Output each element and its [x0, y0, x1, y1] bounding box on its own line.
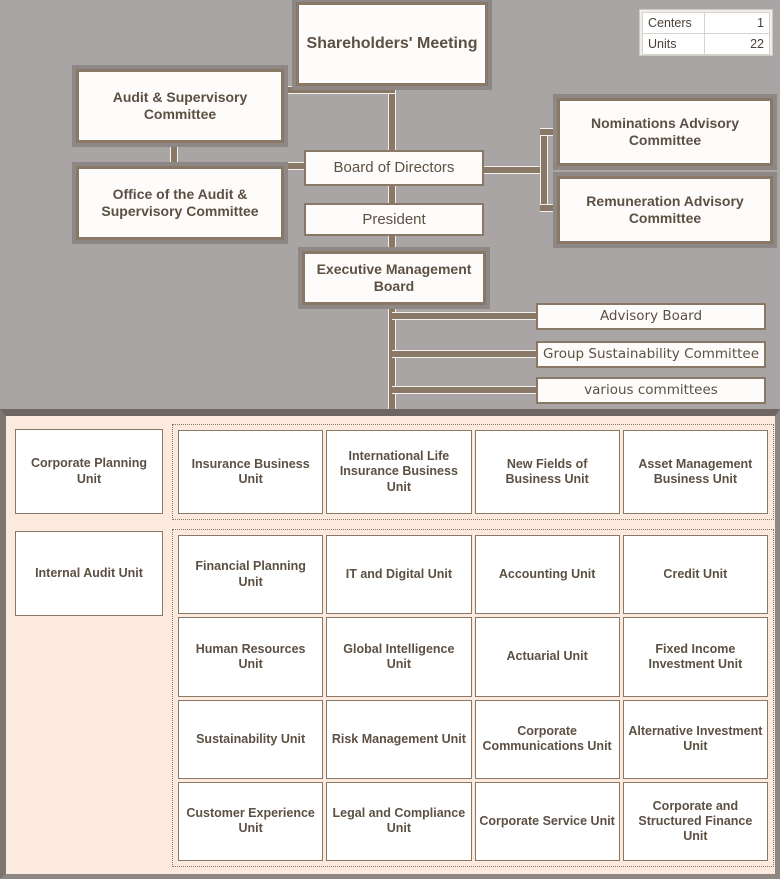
connector-emb-to-various-committees — [392, 386, 540, 394]
unit-international-life-insurance-business-label: International Life Insurance Business Un… — [339, 449, 458, 494]
legend-label-units: Units — [642, 33, 705, 55]
unit-fixed-income-investment: Fixed Income Investment Unit — [622, 617, 768, 697]
legend-label-centers: Centers — [642, 12, 705, 34]
audit-supervisory-committee-label: Audit & Supervisory Committee — [112, 89, 248, 122]
unit-accounting-label: Accounting Unit — [498, 567, 596, 581]
business-units-grid: Insurance Business Unit International Li… — [178, 430, 768, 514]
various-committees-label: various committees — [584, 381, 718, 398]
group-sustainability-committee-label: Group Sustainability Committee — [542, 345, 760, 362]
unit-alternative-investment-label: Alternative Investment Unit — [628, 723, 763, 754]
connector-emb-to-sustainability-committee — [392, 350, 540, 358]
unit-new-fields-of-business-label: New Fields of Business Unit — [505, 456, 589, 486]
executive-management-board-label: Executive Management Board — [316, 261, 472, 294]
president-label: President — [362, 210, 426, 228]
node-remuneration-advisory-committee: Remuneration Advisory Committee — [553, 172, 777, 248]
unit-actuarial: Actuarial Unit — [474, 617, 620, 697]
legend-row-units: Units 22 — [642, 33, 770, 55]
node-advisory-board: Advisory Board — [536, 303, 766, 330]
connector-audit-to-office — [170, 162, 398, 170]
unit-corporate-communications: Corporate Communications Unit — [474, 699, 620, 779]
functional-units-group-outline — [172, 529, 774, 867]
unit-financial-planning-label: Financial Planning Unit — [195, 559, 306, 589]
unit-human-resources-label: Human Resources Unit — [195, 641, 306, 671]
unit-financial-planning: Financial Planning Unit — [178, 535, 324, 615]
unit-insurance-business: Insurance Business Unit — [178, 430, 324, 514]
unit-credit: Credit Unit — [622, 535, 768, 615]
nominations-advisory-committee-label: Nominations Advisory Committee — [590, 115, 740, 148]
unit-asset-management-business-label: Asset Management Business Unit — [638, 456, 753, 486]
unit-actuarial-label: Actuarial Unit — [506, 649, 588, 664]
node-shareholders-meeting: Shareholders' Meeting — [292, 0, 492, 90]
legend-value-units: 22 — [704, 33, 770, 55]
unit-corporate-service-label: Corporate Service Unit — [479, 813, 615, 828]
unit-accounting: Accounting Unit — [474, 535, 620, 615]
business-units-group-outline — [172, 424, 774, 520]
office-audit-supervisory-committee-label: Office of the Audit & Supervisory Commit… — [101, 186, 259, 219]
unit-risk-management: Risk Management Unit — [326, 699, 472, 779]
unit-international-life-insurance-business: International Life Insurance Business Un… — [326, 430, 472, 514]
node-group-sustainability-committee: Group Sustainability Committee — [536, 341, 766, 368]
board-of-directors-label: Board of Directors — [333, 159, 455, 177]
node-president: President — [304, 203, 484, 236]
connector-shareholders-to-board — [388, 84, 396, 168]
remuneration-advisory-committee-label: Remuneration Advisory Committee — [586, 193, 744, 226]
node-executive-management-board: Executive Management Board — [298, 247, 490, 309]
governance-section: Shareholders' Meeting Audit & Supervisor… — [0, 0, 780, 409]
unit-it-and-digital: IT and Digital Unit — [326, 535, 472, 615]
connector-emb-to-advisory-board — [392, 312, 540, 320]
shareholders-meeting-label: Shareholders' Meeting — [306, 34, 478, 52]
node-board-of-directors: Board of Directors — [304, 150, 484, 186]
connector-board-to-advisory-branch — [478, 166, 548, 174]
legend-value-centers: 1 — [704, 12, 770, 34]
unit-corporate-planning: Corporate Planning Unit — [15, 429, 163, 514]
unit-new-fields-of-business: New Fields of Business Unit — [474, 430, 620, 514]
legend-row-centers: Centers 1 — [642, 12, 770, 34]
unit-legal-and-compliance-label: Legal and Compliance Unit — [332, 806, 466, 836]
unit-internal-audit: Internal Audit Unit — [15, 531, 163, 616]
unit-customer-experience: Customer Experience Unit — [178, 781, 324, 861]
unit-risk-management-label: Risk Management Unit — [331, 731, 466, 746]
node-nominations-advisory-committee: Nominations Advisory Committee — [553, 94, 777, 170]
unit-asset-management-business: Asset Management Business Unit — [622, 430, 768, 514]
connector-to-remuneration-committee — [540, 204, 562, 212]
unit-legal-and-compliance: Legal and Compliance Unit — [326, 781, 472, 861]
functional-units-grid: Financial Planning Unit IT and Digital U… — [178, 535, 768, 861]
advisory-board-label: Advisory Board — [599, 307, 703, 324]
unit-alternative-investment: Alternative Investment Unit — [622, 699, 768, 779]
node-audit-supervisory-committee: Audit & Supervisory Committee — [72, 65, 288, 147]
unit-corporate-communications-label: Corporate Communications Unit — [482, 723, 612, 754]
node-office-audit-supervisory-committee: Office of the Audit & Supervisory Commit… — [72, 162, 288, 244]
unit-insurance-business-label: Insurance Business Unit — [191, 456, 310, 486]
unit-corporate-and-structured-finance: Corporate and Structured Finance Unit — [622, 781, 768, 861]
units-section: Corporate Planning Unit Internal Audit U… — [0, 409, 780, 879]
legend-table: Centers 1 Units 22 — [639, 9, 773, 56]
unit-internal-audit-label: Internal Audit Unit — [35, 565, 143, 580]
unit-global-intelligence-label: Global Intelligence Unit — [343, 641, 455, 671]
node-various-committees: various committees — [536, 377, 766, 404]
unit-fixed-income-investment-label: Fixed Income Investment Unit — [648, 641, 743, 671]
unit-sustainability: Sustainability Unit — [178, 699, 324, 779]
connector-advisory-branch-vertical — [540, 128, 548, 212]
unit-corporate-planning-label: Corporate Planning Unit — [31, 456, 147, 486]
unit-sustainability-label: Sustainability Unit — [196, 731, 306, 746]
unit-corporate-and-structured-finance-label: Corporate and Structured Finance Unit — [638, 798, 753, 844]
unit-it-and-digital-label: IT and Digital Unit — [345, 567, 452, 581]
unit-human-resources: Human Resources Unit — [178, 617, 324, 697]
unit-global-intelligence: Global Intelligence Unit — [326, 617, 472, 697]
unit-customer-experience-label: Customer Experience Unit — [186, 806, 315, 836]
unit-credit-label: Credit Unit — [663, 567, 728, 581]
connector-to-nominations-committee — [540, 128, 562, 136]
connector-emb-down-spine — [388, 268, 396, 409]
unit-corporate-service: Corporate Service Unit — [474, 781, 620, 861]
